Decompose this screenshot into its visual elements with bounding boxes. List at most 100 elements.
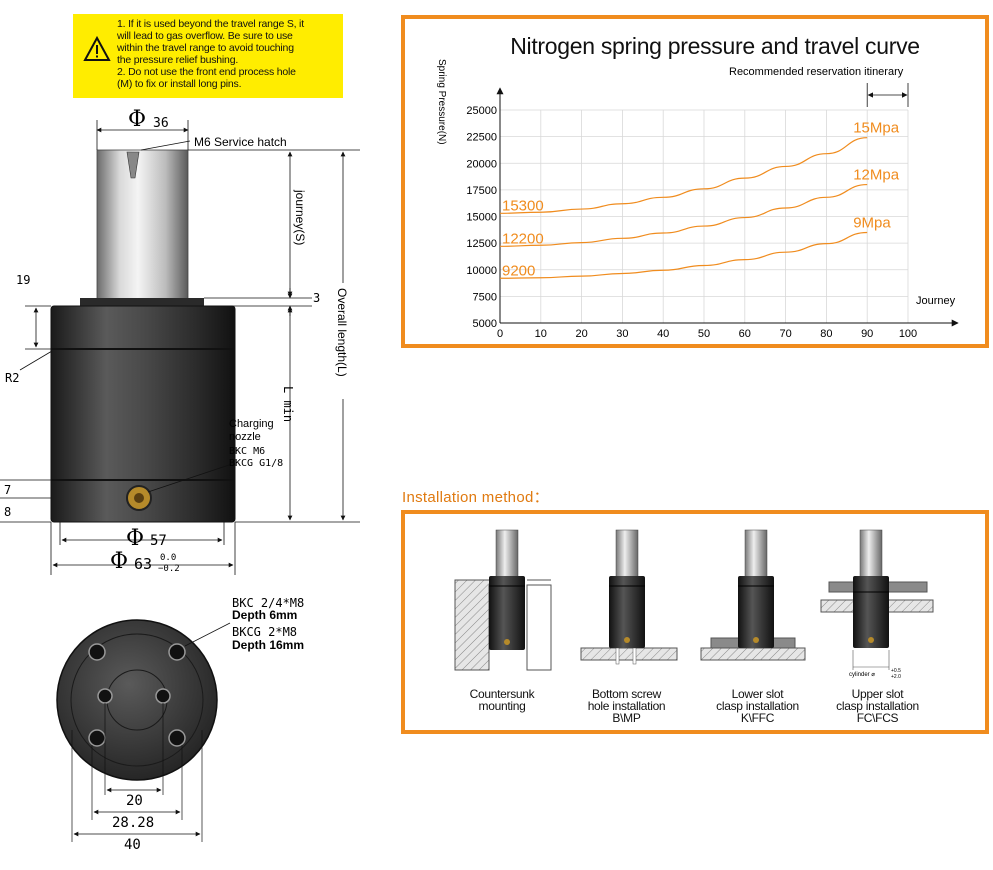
bottom-spec-1: BKC 2/4*M8 [232, 596, 304, 610]
flange-dia-symbol: Φ [110, 549, 128, 574]
method-caption-line: K\FFC [740, 711, 775, 725]
method-caption-countersunk: Countersunk mounting [447, 688, 557, 712]
series-line-12Mpa [499, 183, 868, 247]
bottom-depth-2: Depth 16mm [232, 638, 304, 652]
warning-box: 1. If it is used beyond the travel range… [73, 14, 343, 98]
x-tick-label: 0 [497, 328, 503, 340]
x-tick-label: 80 [820, 328, 832, 340]
method-caption-line: FC\FCS [856, 711, 899, 725]
method-caption-line: Countersunk [469, 687, 535, 701]
cylinder-note: cylinder ⌀ [849, 672, 875, 678]
warning-line: 2. Do not use the front end process hole [117, 66, 296, 78]
series-line-9Mpa [499, 231, 868, 279]
x-tick-label: 70 [779, 328, 791, 340]
body-dia-symbol: Φ [126, 526, 144, 551]
x-tick-label: 90 [861, 328, 873, 340]
method-upper-slot-diagram: cylinder ⌀ +0.5 +2.0 [820, 529, 934, 680]
x-tick-label: 30 [616, 328, 628, 340]
bottom-depth-1: Depth 6mm [232, 608, 297, 622]
method-countersunk-diagram [454, 529, 552, 671]
warning-line: 1. If it is used beyond the travel range… [117, 18, 304, 30]
y-tick-label: 20000 [466, 158, 497, 170]
nozzle-title-1: Charging [229, 418, 274, 430]
rod-dia-value: 36 [153, 116, 169, 131]
dim-3-label: 3 [313, 291, 320, 305]
x-tick-label: 60 [739, 328, 751, 340]
piston-rod [96, 149, 189, 301]
service-hatch-hole [126, 151, 140, 179]
method-caption-line: Upper slot [851, 687, 904, 701]
installation-diagrams: cylinder ⌀ +0.5 +2.0 [454, 529, 934, 680]
method-caption-line: mounting [478, 699, 526, 713]
series-start-label: 15300 [502, 197, 544, 214]
dim-28-label: 28.28 [112, 815, 154, 831]
method-caption-bottom-screw: Bottom screw hole installation B\MP [569, 688, 684, 724]
y-tick-label: 7500 [473, 291, 497, 303]
x-axis-label: Journey [916, 295, 956, 307]
nozzle-title-2: nozzle [229, 431, 261, 443]
rod-dia-symbol: Φ [128, 107, 146, 132]
lmin-label: L min [281, 386, 295, 422]
cylinder-tol-down: +2.0 [891, 674, 901, 680]
x-tick-label: 100 [899, 328, 917, 340]
method-caption-line: clasp installation [716, 699, 799, 713]
method-caption-line: hole installation [587, 699, 666, 713]
y-tick-label: 25000 [466, 105, 497, 117]
journey-label: journey(S) [293, 189, 307, 245]
nozzle-spec-2: BKCG G1/8 [229, 458, 283, 469]
warning-line: the pressure relief bushing. [117, 54, 239, 66]
reservation-annotation: Recommended reservation itinerary [729, 66, 904, 78]
warning-triangle-icon [83, 36, 111, 61]
series-name-label: 15Mpa [853, 120, 900, 137]
method-caption-line: B\MP [612, 711, 641, 725]
x-tick-label: 40 [657, 328, 669, 340]
technical-drawing: Φ 36 M6 Service hatch journey(S) 3 L min… [0, 107, 360, 853]
series-name-label: 12Mpa [853, 167, 900, 184]
pressure-chart-panel: Nitrogen spring pressure and travel curv… [401, 15, 989, 348]
series-start-label: 9200 [502, 262, 535, 279]
y-axis-label: Spring Pressure(N) [436, 59, 447, 145]
method-bottom-screw-diagram [580, 529, 678, 665]
method-caption-lower-slot: Lower slot clasp installation K\FFC [700, 688, 815, 724]
dim-7-label: 7 [4, 483, 11, 497]
flange-tol-upper: 0.0 [160, 553, 176, 563]
y-tick-label: 12500 [466, 238, 497, 250]
dim-19-label: 19 [16, 273, 30, 287]
x-tick-label: 20 [575, 328, 587, 340]
flange-dia-value: 63 [134, 555, 152, 573]
method-caption-line: clasp installation [836, 699, 919, 713]
cylinder-body [50, 305, 236, 523]
dim-8-label: 8 [4, 505, 11, 519]
series-name-label: 9Mpa [853, 214, 891, 231]
bolt-holes [88, 643, 186, 747]
warning-line: (M) to fix or install long pins. [117, 78, 242, 90]
nozzle-spec-1: BKC M6 [229, 446, 265, 457]
cylinder-neck [80, 298, 204, 306]
y-tick-label: 22500 [466, 132, 497, 144]
flange-tol-lower: −0.2 [158, 564, 180, 574]
bottom-spec-2: BKCG 2*M8 [232, 625, 297, 639]
bottom-view-disc [56, 619, 218, 781]
y-tick-label: 17500 [466, 185, 497, 197]
dim-40-label: 40 [124, 837, 141, 853]
body-dia-value: 57 [150, 533, 167, 549]
x-tick-label: 10 [535, 328, 547, 340]
warning-line: within the travel range to avoid touchin… [117, 42, 294, 54]
chart-title: Nitrogen spring pressure and travel curv… [510, 33, 920, 59]
warning-line: will lead to gas overflow. Be sure to us… [117, 30, 293, 42]
overall-length-label: Overall length(L) [335, 288, 349, 377]
y-tick-label: 15000 [466, 212, 497, 224]
dim-20-label: 20 [126, 793, 143, 809]
dim-r2-label: R2 [5, 371, 19, 385]
series-start-label: 12200 [502, 230, 544, 247]
y-tick-label: 10000 [466, 265, 497, 277]
cylinder-tol-up: +0.5 [891, 668, 901, 674]
service-hatch-label: M6 Service hatch [194, 135, 287, 149]
series-line-15Mpa [499, 137, 868, 214]
method-caption-upper-slot: Upper slot clasp installation FC\FCS [820, 688, 935, 724]
warning-text: 1. If it is used beyond the travel range… [117, 18, 339, 90]
installation-heading: Installation method： [402, 489, 549, 506]
method-lower-slot-diagram [700, 529, 806, 661]
y-tick-label: 5000 [473, 318, 497, 330]
